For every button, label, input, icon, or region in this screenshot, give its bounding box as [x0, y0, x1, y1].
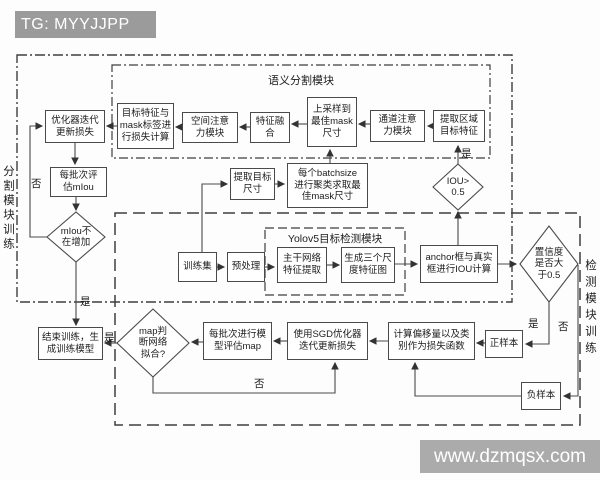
segmentation-training-border: [16, 54, 513, 303]
node-anchor-iou: anchor框与真实 框进行IOU计算: [420, 245, 498, 283]
detection-training-border: [114, 212, 581, 426]
edge-label-no-map: 否: [254, 378, 265, 390]
node-batchsize-cluster: 每个batchsize 进行聚类求取最 佳mask尺寸: [287, 163, 368, 208]
node-offset-loss: 计算偏移量以及类 别作为损失函数: [388, 322, 475, 360]
node-target-mask-loss: 目标特征与 mask标签进 行损失计算: [117, 103, 174, 149]
node-batch-map-eval: 每批次进行模 型评估map: [203, 322, 272, 360]
edges: [29, 120, 579, 400]
node-feature-fusion: 特征融 合: [250, 112, 290, 143]
decision-iou-shape: [432, 163, 484, 211]
node-three-scale: 生成三个尺 度特征图: [341, 247, 395, 283]
decision-confidence-shape: [519, 225, 579, 303]
node-negative-sample: 负样本: [521, 382, 561, 410]
node-batch-miou-eval: 每批次评 估mIou: [50, 167, 107, 197]
edge-label-no-miou: 否: [31, 178, 42, 190]
yolov5-module-border: [264, 227, 406, 296]
decision-map-text: map判 断网络 拟合?: [138, 325, 168, 360]
node-extract-target-size: 提取目标 尺寸: [230, 168, 275, 200]
decision-confidence-text: 置信度 是否大 于0.5: [534, 246, 564, 281]
node-positive-sample: 正样本: [485, 330, 523, 358]
edge-label-yes-iou: 是: [461, 148, 472, 160]
decision-miou-text: mIou不 在增加: [60, 225, 92, 248]
watermark: www.dzmqsx.com: [420, 440, 600, 473]
semantic-module-border: [111, 64, 491, 159]
edge-label-yes-miou: 是: [80, 296, 91, 308]
node-train-set: 训练集: [178, 252, 217, 282]
decision-miou-shape: [46, 211, 106, 263]
decision-iou-text: IOU> 0.5: [446, 175, 470, 198]
header-tag: TG: MYYJJPP: [15, 11, 156, 38]
label-yolov5-module: Yolov5目标检测模块: [287, 233, 383, 245]
node-end-training: 结束训练，生 成训练模型: [38, 327, 103, 360]
edge-label-no-confidence: 否: [558, 321, 569, 333]
node-backbone: 主干网络 特征提取: [277, 247, 327, 283]
node-extract-region: 提取区域 目标特征: [433, 110, 485, 142]
node-upsample-mask: 上采样到 最佳mask 尺寸: [307, 97, 357, 147]
label-semantic-module: 语义分割模块: [268, 75, 334, 87]
decision-map-shape: [116, 308, 190, 378]
edge-label-yes-map: 是: [104, 332, 115, 344]
label-segmentation-training: 分割模块训练: [2, 164, 14, 252]
node-optimizer: 优化器迭代 更新损失: [45, 110, 105, 143]
node-channel-attention: 通道注意 力模块: [370, 110, 425, 142]
node-sgd-update: 使用SGD优化器 迭代更新损失: [287, 322, 368, 360]
node-preprocess: 预处理: [227, 252, 265, 282]
label-detection-training: 检测模块训练: [584, 258, 596, 358]
edge-label-yes-confidence: 是: [528, 318, 539, 330]
node-spatial-attention: 空间注意 力模块: [182, 112, 238, 143]
